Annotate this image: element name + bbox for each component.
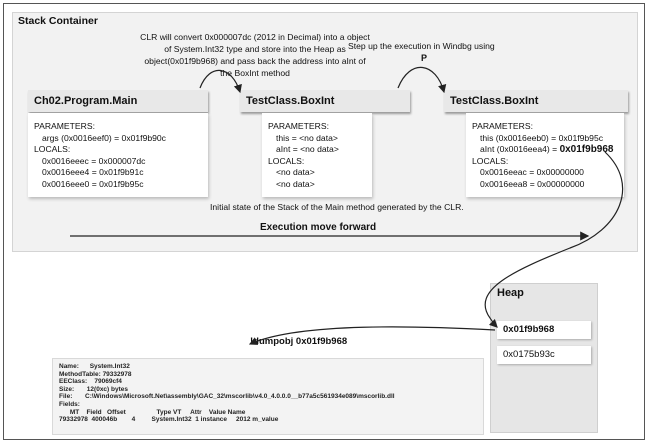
dumpobj-command: !dumpobj 0x01f9b968: [250, 336, 348, 347]
boxint-initial-title: TestClass.BoxInt: [246, 95, 335, 107]
windbg-output-line: Name: System.Int32: [59, 363, 130, 370]
heap-title: Heap: [497, 287, 524, 299]
windbg-output-line: File: C:\Windows\Microsoft.Net\assembly\…: [59, 393, 395, 401]
main-param-args: args (0x0016eef0) = 0x01f9b90c: [42, 132, 166, 143]
windbg-output-line: MethodTable: 79332978: [59, 370, 132, 378]
windbg-output-line: 79332978 400046b 4 System.Int32 1 instan…: [59, 416, 279, 424]
boxint-stepped-title: TestClass.BoxInt: [450, 95, 539, 107]
figure-frame: [3, 3, 645, 440]
windbg-output-line: Fields:: [59, 400, 80, 408]
boxint-initial-header: TestClass.BoxInt: [240, 90, 410, 112]
boxint-stepped-param-this: this (0x0016eeb0) = 0x01f9b95c: [480, 132, 604, 143]
main-local: 0x0016eee0 = 0x01f9b95c: [42, 178, 144, 189]
call-arrow-main-to-boxint: [199, 69, 242, 94]
boxint-stepped-local: 0x0016eeac = 0x00000000: [480, 167, 584, 177]
aint-prefix: aInt (0x0016eea4) =: [480, 144, 560, 154]
execution-label: Execution move forward: [260, 222, 377, 233]
boxint-initial-local: <no data>: [276, 178, 315, 189]
boxint-stepped-params-label: PARAMETERS:: [472, 121, 533, 131]
stack-caption: Initial state of the Stack of the Main m…: [210, 202, 464, 212]
windbg-output-line: Size: 12(0xc) bytes: [59, 385, 129, 393]
heap-object: 0x0175b93c: [497, 346, 591, 364]
boxint-stepped-local: 0x0016eea8 = 0x00000000: [480, 178, 585, 189]
windbg-step-note: Step up the execution in Windbg using: [348, 41, 495, 51]
boxint-initial-param: this = <no data>: [276, 132, 338, 143]
boxint-stepped-frame: PARAMETERS: this (0x0016eeb0) = 0x01f9b9…: [466, 113, 624, 197]
boxint-stepped-param-aint: aInt (0x0016eea4) = 0x01f9b968: [472, 144, 618, 156]
main-locals-label: LOCALS:: [34, 144, 71, 154]
main-local: 0x0016eee4 = 0x01f9b91c: [42, 167, 144, 177]
boxint-initial-frame: PARAMETERS: this = <no data> aInt = <no …: [262, 113, 372, 197]
boxint-initial-params-label: PARAMETERS:: [268, 121, 329, 131]
boxint-initial-local: <no data>: [276, 167, 315, 177]
main-params-label: PARAMETERS:: [34, 121, 95, 131]
heap-object-address: 0x01f9b968: [503, 324, 555, 335]
step-p-label: P: [421, 53, 428, 63]
step-arrow-boxint: [397, 66, 447, 94]
aint-boxed-address: 0x01f9b968: [559, 144, 614, 155]
stack-container-title: Stack Container: [18, 15, 98, 27]
aint-to-heap-arrow: [484, 151, 624, 328]
main-method-header: Ch02.Program.Main: [28, 90, 208, 112]
main-method-frame: PARAMETERS: args (0x0016eef0) = 0x01f9b9…: [28, 113, 208, 197]
heap-object-boxed: 0x01f9b968: [497, 321, 591, 339]
windbg-output-panel: Name: System.Int32 MethodTable: 79332978…: [52, 358, 484, 435]
windbg-output-line: MT Field Offset Type VT Attr Value Name: [59, 408, 246, 416]
main-method-title: Ch02.Program.Main: [34, 95, 138, 107]
heap-to-dump-arrow: [248, 326, 496, 345]
clr-boxing-note: CLR will convert 0x000007dc (2012 in Dec…: [140, 32, 370, 78]
boxint-stepped-locals-label: LOCALS:: [472, 155, 509, 166]
heap-object-address: 0x0175b93c: [503, 349, 555, 360]
boxint-initial-locals-label: LOCALS:: [268, 155, 305, 166]
windbg-output-line: EEClass: 79069cf4: [59, 378, 122, 386]
boxint-stepped-header: TestClass.BoxInt: [444, 90, 628, 112]
main-local: 0x0016eeec = 0x000007dc: [42, 155, 146, 166]
boxint-initial-param: aInt = <no data>: [276, 144, 339, 154]
